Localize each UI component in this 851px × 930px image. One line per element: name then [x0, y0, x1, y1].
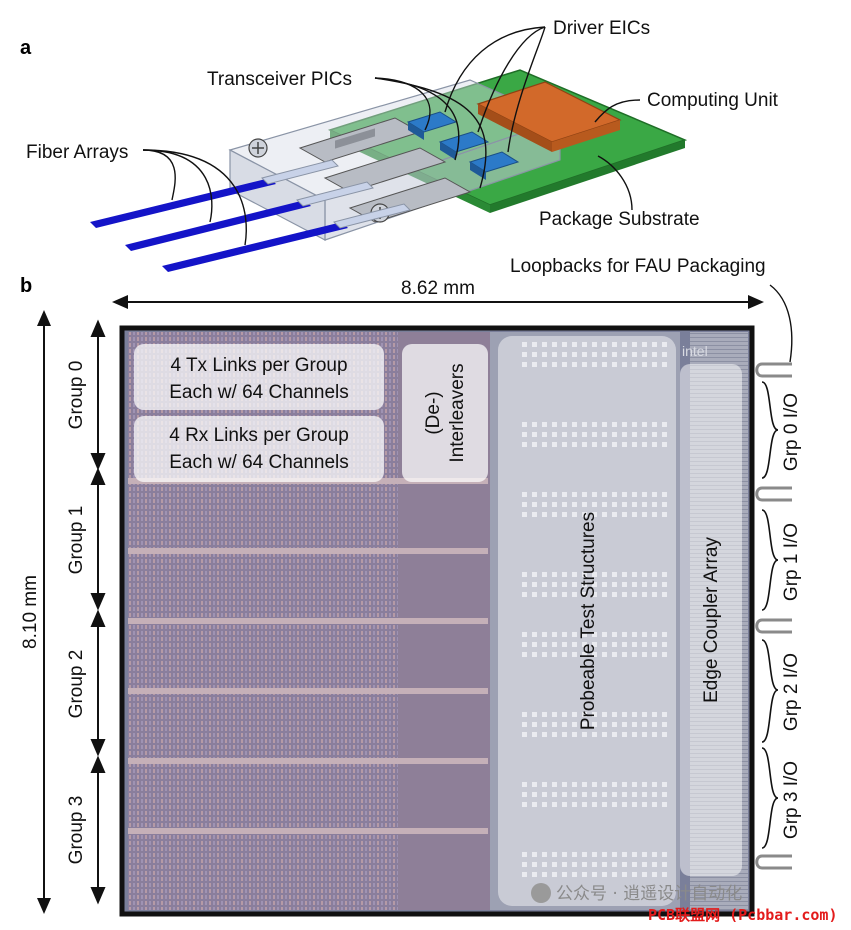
- driver-eic-array: [406, 111, 520, 180]
- grp-3-io-label: Grp 3 I/O: [781, 761, 802, 839]
- label-package-substrate: Package Substrate: [539, 209, 700, 230]
- probeable-test-structures-box: Probeable Test Structures: [498, 336, 676, 906]
- chip-die: [119, 325, 755, 917]
- grp-2-io-label: Grp 2 I/O: [781, 653, 802, 731]
- rx-line-2: Each w/ 64 Channels: [169, 452, 349, 473]
- label-fiber-arrays: Fiber Arrays: [26, 142, 128, 163]
- width-label: 8.62 mm: [401, 278, 475, 299]
- watermark: 公众号 · 逍遥设计自动化 PCB联盟网 (Pcbbar.com): [531, 883, 838, 924]
- label-driver-eics: Driver EICs: [553, 18, 650, 39]
- chip-logo: intel: [682, 343, 708, 359]
- wechat-icon: [531, 883, 551, 903]
- watermark-line-1: 公众号 · 逍遥设计自动化: [556, 884, 742, 904]
- panel-label-b: b: [20, 275, 32, 297]
- transceiver-pic-array: [298, 117, 472, 223]
- loopback-leader-line: [769, 284, 793, 363]
- width-dimension-arrow: [112, 295, 764, 309]
- height-label: 8.10 mm: [20, 575, 41, 649]
- computing-unit: [476, 81, 622, 152]
- grp-1-io-label: Grp 1 I/O: [781, 523, 802, 601]
- rx-links-box: 4 Rx Links per Group Each w/ 64 Channels: [134, 416, 384, 482]
- edge-coupler-array-box: Edge Coupler Array: [680, 364, 742, 876]
- leader-lines-a: [142, 26, 641, 246]
- tx-links-box: 4 Tx Links per Group Each w/ 64 Channels: [134, 344, 384, 410]
- label-loopbacks: Loopbacks for FAU Packaging: [510, 256, 766, 277]
- tx-line-2: Each w/ 64 Channels: [169, 382, 349, 403]
- deinterleavers-box: (De-) Interleavers: [402, 344, 488, 482]
- label-transceiver-pics: Transceiver PICs: [207, 69, 352, 90]
- group-markers: [90, 319, 106, 905]
- group-1-label: Group 1: [66, 506, 87, 575]
- deinterleavers-line-1: (De-): [423, 391, 444, 434]
- group-3-label: Group 3: [66, 796, 87, 865]
- loopback-icon: [755, 362, 792, 870]
- group-2-label: Group 2: [66, 650, 87, 719]
- watermark-line-2: PCB联盟网 (Pcbbar.com): [648, 906, 838, 924]
- probeable-label: Probeable Test Structures: [578, 512, 599, 730]
- deinterleavers-line-2: Interleavers: [447, 363, 468, 462]
- group-0-label: Group 0: [66, 361, 87, 430]
- group-io-braces: [761, 381, 779, 849]
- tx-line-1: 4 Tx Links per Group: [170, 355, 347, 376]
- fiber-arrays: [90, 159, 411, 272]
- rx-line-1: 4 Rx Links per Group: [169, 425, 349, 446]
- panel-label-a: a: [20, 37, 32, 59]
- height-dimension-arrow: [37, 310, 51, 914]
- grp-0-io-label: Grp 0 I/O: [781, 393, 802, 471]
- edge-coupler-label: Edge Coupler Array: [701, 537, 722, 703]
- label-computing-unit: Computing Unit: [647, 90, 779, 111]
